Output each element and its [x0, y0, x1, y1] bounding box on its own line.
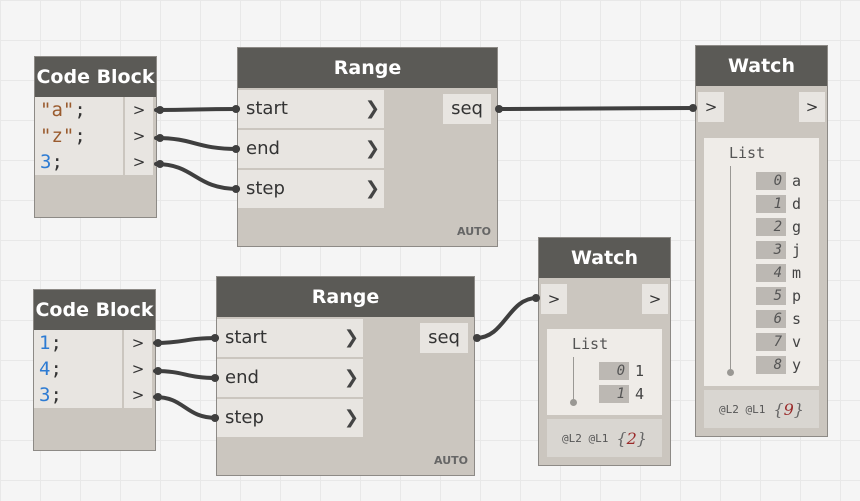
code-line[interactable]: "a"; [40, 99, 86, 121]
node-title: Watch [539, 238, 670, 278]
item-count: {9} [773, 399, 804, 419]
code-block-node[interactable]: Code Block 1; 4; 3; > > > [33, 289, 156, 451]
wire-cb2-step[interactable] [153, 395, 219, 420]
output-port[interactable]: > [132, 153, 146, 171]
input-port-start[interactable]: start❯ [238, 90, 384, 128]
node-title: Range [217, 277, 474, 317]
item-count: {2} [616, 428, 647, 448]
code-editor[interactable]: "a"; "z"; 3; [35, 97, 123, 175]
input-port-end[interactable]: end❯ [217, 359, 363, 397]
output-port[interactable]: > [131, 386, 145, 404]
output-port[interactable]: > [131, 334, 145, 352]
code-editor[interactable]: 1; 4; 3; [34, 330, 122, 408]
node-title: Code Block [34, 290, 155, 330]
wire-cb1-end[interactable] [154, 136, 240, 151]
input-port[interactable]: > [541, 284, 567, 314]
output-port[interactable]: > [642, 284, 668, 314]
lacing-label[interactable]: AUTO [434, 454, 468, 467]
node-title: Range [238, 48, 497, 88]
range-node[interactable]: Range start❯ end❯ step❯ seq AUTO [216, 276, 475, 476]
port-dot [156, 106, 164, 114]
wire-range1-watch1[interactable] [496, 106, 696, 111]
code-line[interactable]: 4; [39, 358, 62, 380]
wire-cb2-end[interactable] [153, 369, 219, 380]
range-node[interactable]: Range start❯ end❯ step❯ seq AUTO [237, 47, 498, 247]
input-port-start[interactable]: start❯ [217, 319, 363, 357]
output-port[interactable]: > [132, 101, 146, 119]
output-ports: > > > [125, 97, 153, 175]
port-dot [156, 160, 164, 168]
port-dot [156, 134, 164, 142]
wire-cb1-start[interactable] [154, 107, 240, 112]
list-tree-dot [727, 369, 734, 376]
watch-footer: @L2 @L1 {2} [547, 419, 662, 457]
input-port-end[interactable]: end❯ [238, 130, 384, 168]
list-levels: @L2 @L1 [562, 431, 609, 445]
list-label: List [572, 335, 609, 353]
output-port-seq[interactable]: seq [443, 94, 491, 124]
watch-footer: @L2 @L1 {9} [704, 390, 819, 428]
chevron-right-icon: ❯ [343, 327, 359, 348]
list-label: List [729, 144, 766, 162]
list-tree-dot [570, 399, 577, 406]
wire-cb1-step[interactable] [154, 162, 240, 191]
input-port-step[interactable]: step❯ [238, 170, 384, 208]
list-tree-line [573, 357, 574, 403]
node-title: Code Block [35, 57, 156, 97]
output-port-seq[interactable]: seq [420, 323, 468, 353]
code-line[interactable]: "z"; [40, 125, 86, 147]
code-line[interactable]: 1; [39, 332, 62, 354]
chevron-right-icon: ❯ [343, 407, 359, 428]
wire-cb2-start[interactable] [153, 336, 219, 345]
code-block-node[interactable]: Code Block "a"; "z"; 3; > > > [34, 56, 157, 218]
node-title: Watch [696, 46, 827, 86]
lacing-label[interactable]: AUTO [457, 225, 491, 238]
list-levels: @L2 @L1 [719, 402, 766, 416]
chevron-right-icon: ❯ [364, 138, 380, 159]
list-tree-line [730, 166, 731, 374]
output-port[interactable]: > [132, 127, 146, 145]
chevron-right-icon: ❯ [364, 178, 380, 199]
output-port[interactable]: > [799, 92, 825, 122]
output-port[interactable]: > [131, 360, 145, 378]
chevron-right-icon: ❯ [364, 98, 380, 119]
input-port-step[interactable]: step❯ [217, 399, 363, 437]
code-line[interactable]: 3; [39, 384, 62, 406]
output-ports: > > > [124, 330, 152, 408]
input-port[interactable]: > [698, 92, 724, 122]
code-line[interactable]: 3; [40, 151, 63, 173]
chevron-right-icon: ❯ [343, 367, 359, 388]
wire-range2-watch2[interactable] [474, 296, 539, 340]
